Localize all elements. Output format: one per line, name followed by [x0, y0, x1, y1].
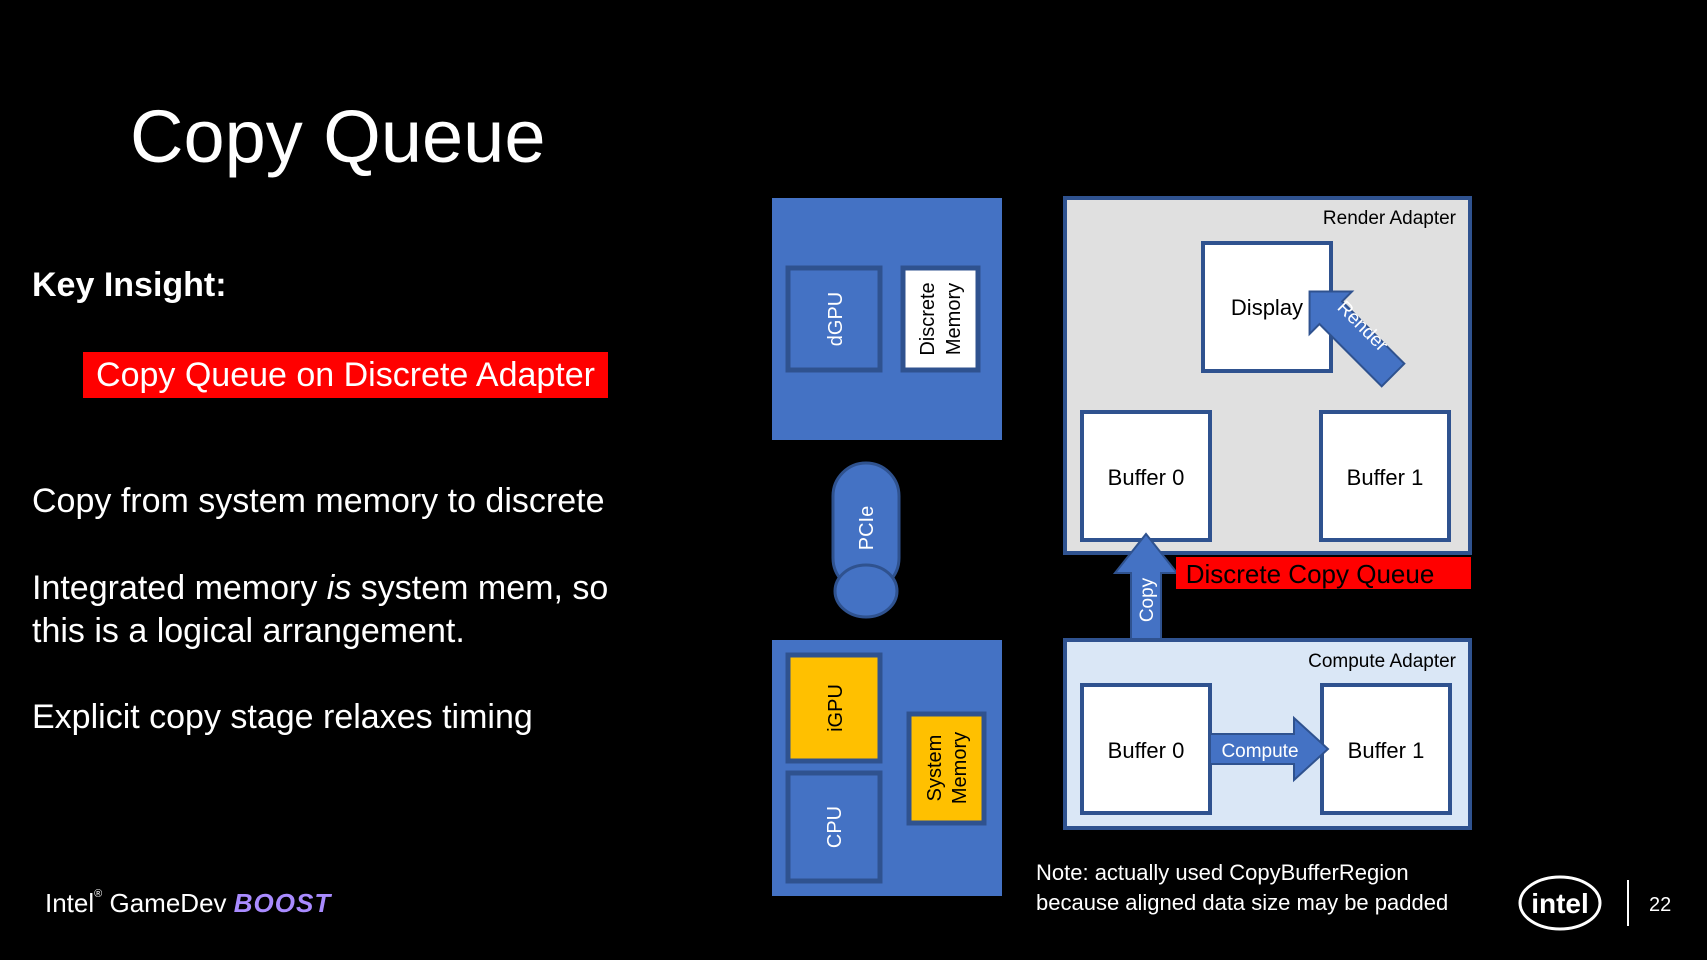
pcie-label: PCIe: [856, 506, 878, 550]
system-memory-label-2: Memory: [949, 732, 971, 804]
display-label: Display: [1231, 295, 1303, 320]
intel-logo: intel: [1518, 875, 1602, 931]
compute-buffer0-box: [1080, 683, 1212, 815]
bullet-copy: Copy from system memory to discrete: [32, 482, 605, 520]
compute-buffer1-box: [1320, 683, 1452, 815]
copy-queue-banner: [1176, 557, 1471, 589]
pcie-cylinder: PCIe: [831, 461, 901, 619]
slide-title: Copy Queue: [130, 95, 546, 178]
system-memory-box: [906, 711, 987, 826]
key-insight-label: Key Insight:: [32, 266, 227, 304]
brand-gamedev: GameDev: [109, 888, 227, 918]
cpu-box: [785, 770, 883, 884]
discrete-memory-box: [900, 265, 981, 373]
render-adapter-label: Render Adapter: [1323, 208, 1457, 229]
discrete-memory-label-2: Memory: [943, 283, 965, 355]
note-line-2: because aligned data size may be padded: [1036, 890, 1449, 915]
brand-intel: Intel: [45, 888, 95, 918]
dgpu-label: dGPU: [825, 292, 847, 346]
render-buffer0-label: Buffer 0: [1108, 465, 1185, 490]
brand-wordmark: Intel® GameDev BOOST: [45, 888, 332, 918]
discrete-memory-label-1: Discrete: [917, 282, 939, 355]
note-line-1: Note: actually used CopyBufferRegion: [1036, 860, 1409, 885]
bullet-integrated-text: Integrated memory is system mem, so: [32, 569, 609, 607]
render-buffer1-label: Buffer 1: [1347, 465, 1424, 490]
footer-divider: [1627, 880, 1629, 926]
compute-buffer1-label: Buffer 1: [1348, 738, 1425, 763]
system-memory-label-1: System: [924, 735, 946, 802]
compute-arrow-label: Compute: [1221, 741, 1298, 762]
cpu-label: CPU: [824, 806, 846, 848]
brand-boost: BOOST: [233, 888, 332, 918]
bullet-integrated: Integrated memory is system mem, so: [32, 567, 608, 610]
igpu-box: [785, 652, 883, 764]
highlight-banner: Copy Queue on Discrete Adapter: [83, 352, 608, 398]
compute-arrow: Compute: [1209, 715, 1330, 783]
igpu-label: iGPU: [825, 684, 847, 732]
note: Note: actually used CopyBufferRegion bec…: [1036, 858, 1448, 918]
bullet-emphasis: is: [326, 569, 352, 607]
render-buffer1-box: [1319, 410, 1451, 542]
page-number: 22: [1649, 894, 1672, 916]
intel-logo-text: intel: [1531, 888, 1589, 919]
copy-queue-label: Discrete Copy Queue: [1186, 559, 1435, 589]
copy-arrow-label: Copy: [1137, 577, 1158, 622]
bullet-timing: Explicit copy stage relaxes timing: [32, 698, 533, 736]
compute-buffer0-label: Buffer 0: [1108, 738, 1185, 763]
bullet-logical: this is a logical arrangement.: [32, 612, 465, 650]
compute-adapter-label: Compute Adapter: [1308, 651, 1457, 672]
dgpu-box: [785, 265, 883, 373]
